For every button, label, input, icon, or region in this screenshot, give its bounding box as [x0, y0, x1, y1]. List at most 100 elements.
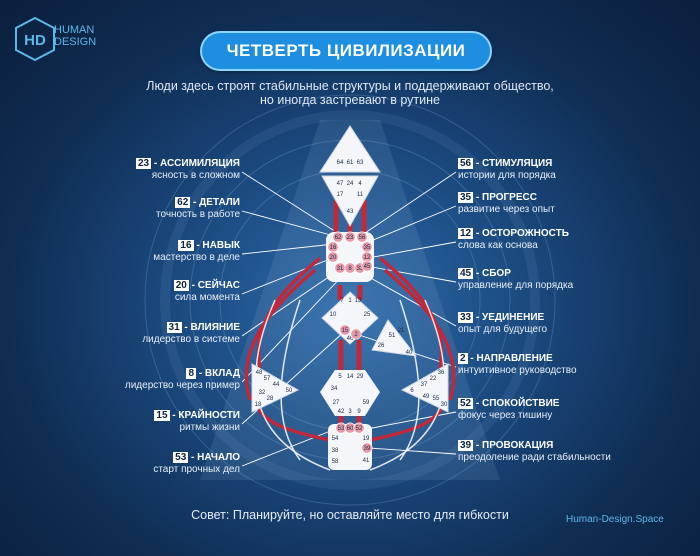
gate-name: - НАВЫК: [193, 240, 240, 251]
footer-tip: Совет: Планируйте, но оставляйте место д…: [191, 508, 509, 522]
gate-46: 46: [347, 336, 354, 342]
leader-line: [358, 171, 457, 238]
gate-4: 4: [358, 181, 362, 187]
gate-41: 41: [363, 458, 370, 464]
gate-56: 56: [359, 235, 366, 241]
gate-5: 5: [338, 374, 342, 380]
gate-38: 38: [332, 448, 339, 454]
gate-highlight: [356, 231, 368, 243]
gate-26: 26: [378, 343, 385, 349]
gate-number: 52: [458, 398, 474, 409]
gate-highlight: [339, 324, 351, 336]
gate-37: 37: [421, 382, 428, 388]
gate-28: 28: [267, 396, 274, 402]
gate-27: 27: [333, 400, 340, 406]
gate-label-title: 52 - СПОКОЙСТВИЕ: [458, 398, 559, 410]
leader-line: [366, 411, 457, 430]
gate-55: 55: [433, 396, 440, 402]
gate-label-title: 16 - НАВЫК: [153, 240, 240, 252]
gate-6: 6: [410, 388, 414, 394]
gate-18: 18: [255, 402, 262, 408]
gate-39: 39: [364, 446, 371, 452]
head-center: [319, 125, 381, 173]
gate-description: ритмы жизни: [179, 422, 240, 433]
logo-text: HUMAN DESIGN: [54, 24, 96, 48]
gate-description: мастерство в деле: [153, 252, 240, 263]
gate-number: 62: [175, 197, 191, 208]
gate-label-title: 33 - УЕДИНЕНИЕ: [458, 312, 547, 324]
leader-line: [365, 265, 457, 283]
subtitle-line-2: но иногда застревают в рутине: [260, 93, 440, 107]
gate-51: 51: [389, 333, 396, 339]
gate-number: 39: [458, 440, 474, 451]
gate-number: 45: [458, 268, 474, 279]
gate-name: - ПРОГРЕСС: [473, 192, 537, 203]
gate-2: 2: [354, 332, 358, 338]
gate-description: управление для порядка: [458, 280, 574, 291]
gate-description: лидерство в системе: [142, 334, 240, 345]
ajna-center: [321, 175, 379, 228]
gate-number: 20: [173, 280, 189, 291]
subtitle-line-1: Люди здесь строят стабильные структуры и…: [146, 79, 554, 93]
gate-label-title: 15 - КРАЙНОСТИ: [154, 410, 240, 422]
gate-description: ясность в сложном: [151, 170, 240, 181]
gate-31: 31: [337, 266, 344, 272]
gate-name: - НАЧАЛО: [188, 452, 240, 463]
gate-label-title: 45 - СБОР: [458, 268, 573, 280]
gate-highlight: [344, 231, 356, 243]
gate-name: - НАПРАВЛЕНИЕ: [467, 353, 553, 364]
gate-3: 3: [348, 409, 352, 415]
gate-54: 54: [332, 436, 339, 442]
gate-62: 62: [335, 235, 342, 241]
gate-name: - СТИМУЛЯЦИЯ: [473, 158, 553, 169]
gate-name: - ВЛИЯНИЕ: [181, 322, 240, 333]
leader-line: [241, 171, 345, 238]
gate-61: 61: [347, 160, 354, 166]
gate-13: 13: [355, 298, 362, 304]
gate-number: 56: [458, 158, 474, 169]
gate-number: 8: [186, 368, 197, 379]
subtitle: Люди здесь строят стабильные структуры и…: [100, 79, 600, 107]
gate-10: 10: [330, 312, 337, 318]
gate-35: 35: [364, 245, 371, 251]
gate-name: - СПОКОЙСТВИЕ: [473, 398, 560, 409]
gate-33: 33: [357, 266, 364, 272]
gate-45: 45: [364, 264, 371, 270]
site-link[interactable]: Human-Design.Space: [566, 514, 664, 525]
gate-52: 52: [356, 426, 363, 432]
leader-line: [241, 427, 339, 467]
gate-label-title: 2 - НАПРАВЛЕНИЕ: [458, 353, 577, 365]
gate-highlight: [327, 251, 339, 263]
leader-line: [365, 205, 457, 244]
leader-line: [241, 210, 339, 238]
gate-name: - СБОР: [473, 268, 511, 279]
gate-number: 33: [458, 312, 474, 323]
logo: HD: [12, 16, 122, 62]
leader-line: [368, 447, 457, 455]
gate-32: 32: [259, 390, 266, 396]
gate-highlight: [361, 442, 373, 454]
gate-description: преодоление ради стабильности: [458, 452, 611, 463]
gate-11: 11: [357, 192, 364, 198]
gate-number: 2: [458, 353, 468, 364]
leader-line: [367, 241, 457, 259]
gate-15: 15: [342, 328, 349, 334]
gate-16: 16: [330, 245, 337, 251]
gate-21: 21: [398, 328, 405, 334]
gate-36: 36: [438, 370, 445, 376]
gate-29: 29: [357, 374, 364, 380]
gate-label-title: 39 - ПРОВОКАЦИЯ: [458, 440, 611, 452]
leader-line: [359, 271, 457, 327]
